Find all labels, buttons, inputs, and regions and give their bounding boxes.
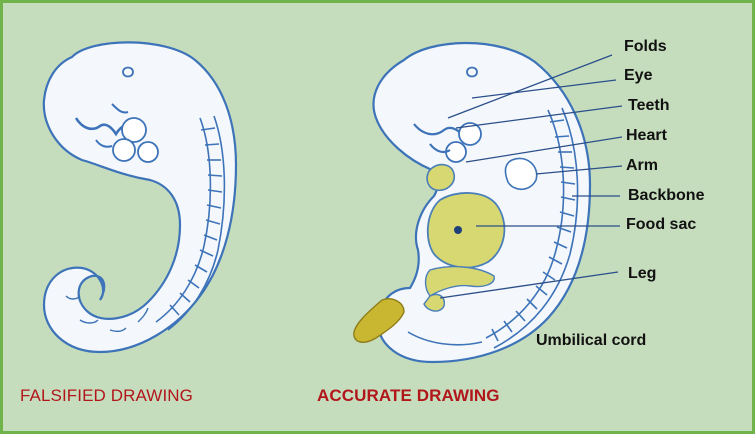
caption-falsified-drawing: FALSIFIED DRAWING (20, 386, 193, 406)
accurate-embryo (354, 43, 590, 362)
food-sac-shape (428, 193, 505, 268)
falsified-embryo (44, 42, 236, 352)
label-backbone: Backbone (628, 187, 704, 205)
label-food-sac: Food sac (626, 216, 696, 234)
label-leg: Leg (628, 265, 656, 283)
heart-shape (427, 165, 454, 191)
label-arm: Arm (626, 157, 658, 175)
label-folds: Folds (624, 38, 667, 56)
label-heart: Heart (626, 127, 667, 145)
label-teeth: Teeth (628, 97, 669, 115)
label-eye: Eye (624, 67, 652, 85)
caption-accurate-drawing: ACCURATE DRAWING (317, 386, 500, 406)
label-umbilical-cord: Umbilical cord (536, 332, 646, 350)
